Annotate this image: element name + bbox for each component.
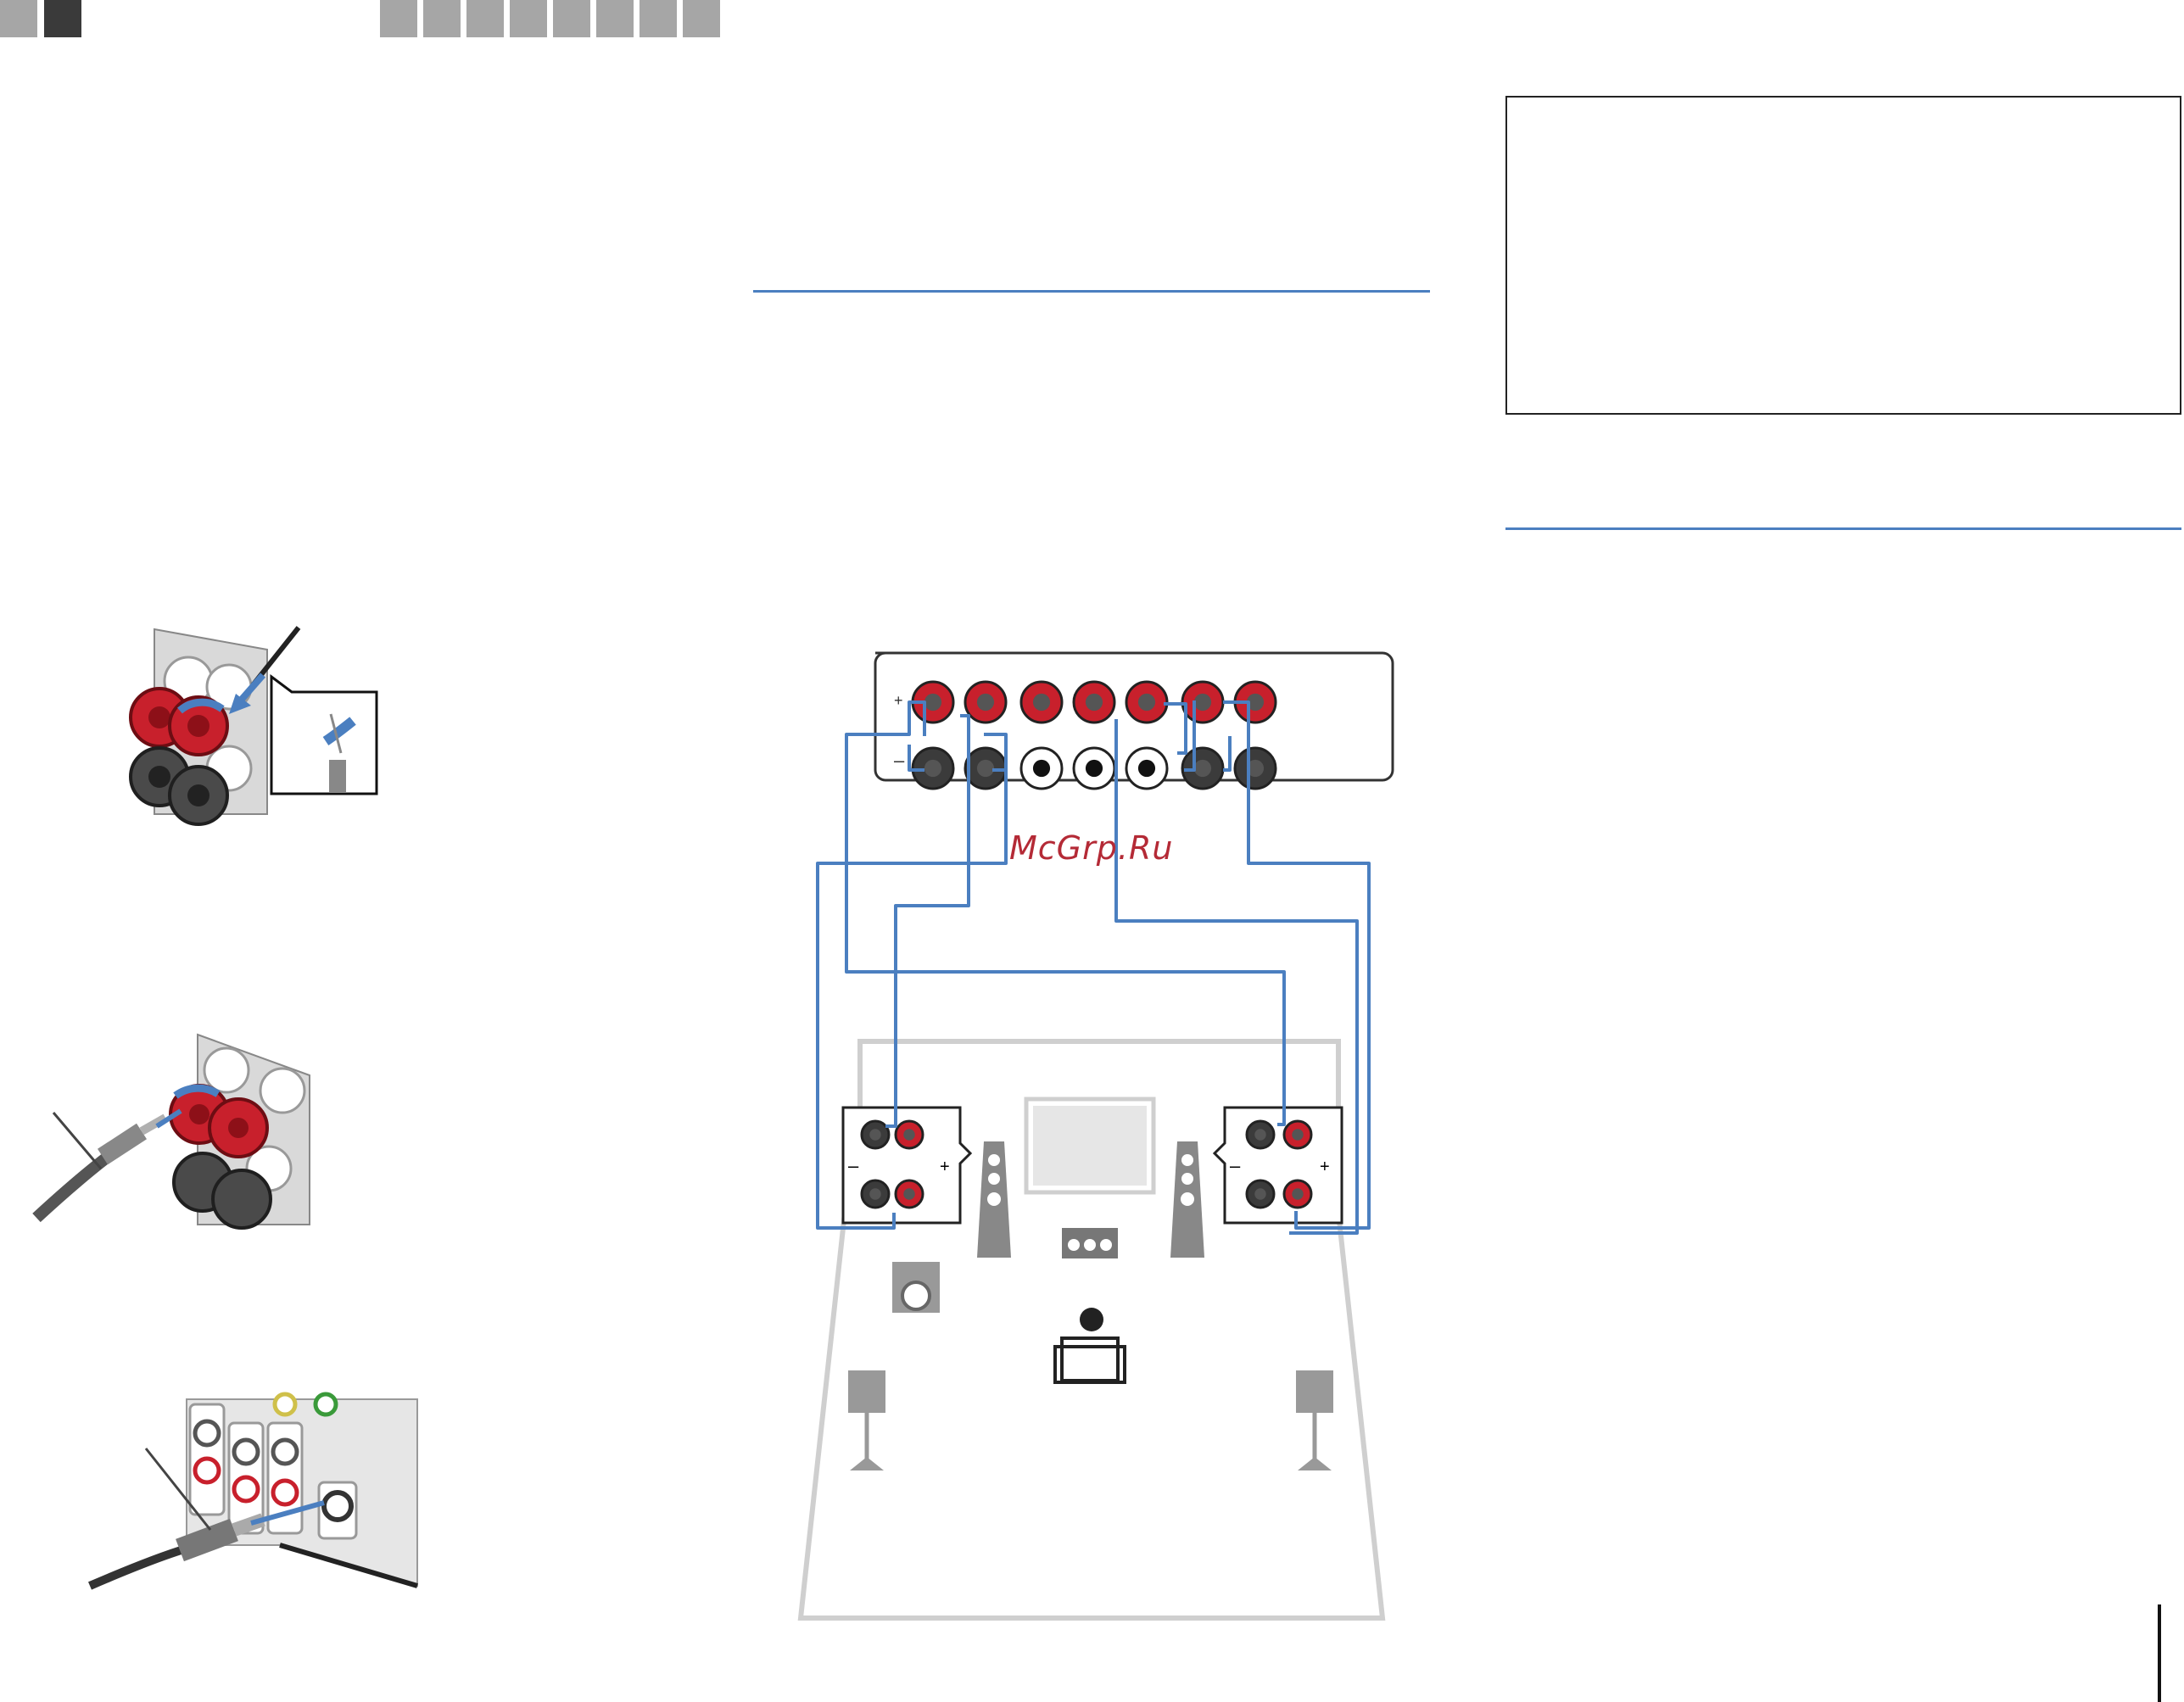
tab-6[interactable] <box>510 0 547 37</box>
page-number-bar <box>2158 1604 2161 1702</box>
listener-icon <box>1053 1308 1126 1384</box>
receiver-terminal-plus-2-hole <box>976 693 995 711</box>
speaker-cables <box>816 700 1371 1235</box>
receiver-speaker-terminals: + – <box>874 651 1394 790</box>
watermark: McGrp.Ru <box>1009 829 1174 867</box>
tab-10[interactable] <box>683 0 720 37</box>
left-spk-minus-lower-hole <box>869 1188 881 1200</box>
speaker-connection-diagram: + – <box>797 651 1394 1621</box>
receiver-terminal-minus-2-hole <box>976 759 995 778</box>
tab-4[interactable] <box>423 0 461 37</box>
left-front-speaker-terminals: – + <box>841 1106 973 1225</box>
receiver-terminal-plus-4-hole <box>1085 693 1103 711</box>
left-minus-label: – <box>848 1155 859 1176</box>
front-speaker-icon-right <box>1170 1141 1204 1258</box>
surround-speaker-icon <box>848 1370 885 1470</box>
speaker-wire-twist-icon <box>129 626 301 826</box>
receiver-terminal-plus-7-hole <box>1246 693 1265 711</box>
left-spk-minus-upper-hole <box>869 1129 881 1141</box>
left-spk-plus-lower-hole <box>903 1188 915 1200</box>
surround-speaker-icon-right <box>1296 1370 1333 1470</box>
right-front-speaker-terminals: – + <box>1212 1106 1343 1225</box>
tab-7[interactable] <box>553 0 590 37</box>
receiver-terminal-minus-3-hole <box>1032 759 1051 778</box>
note-box <box>1505 96 2181 415</box>
banana-plug-illustration <box>32 1033 310 1230</box>
center-speaker-icon <box>1062 1228 1118 1258</box>
receiver-terminal-minus-7-hole <box>1246 759 1265 778</box>
receiver-terminal-minus-1-hole <box>924 759 942 778</box>
tab-1[interactable] <box>0 0 37 37</box>
tab-2-active[interactable] <box>44 0 81 37</box>
receiver-terminal-minus-5-hole <box>1137 759 1156 778</box>
tab-9[interactable] <box>640 0 677 37</box>
receiver-terminal-minus-4-hole <box>1085 759 1103 778</box>
coaxial-cable-icon <box>88 1500 325 1590</box>
terminal-minus-label: – <box>894 750 905 771</box>
subwoofer-icon <box>892 1262 940 1313</box>
right-spk-plus-upper-hole <box>1292 1129 1304 1141</box>
room-layout <box>797 1039 1386 1621</box>
right-plus-label: + <box>1320 1158 1330 1176</box>
right-minus-label: – <box>1230 1155 1241 1176</box>
right-spk-minus-upper-hole <box>1254 1129 1266 1141</box>
tab-8[interactable] <box>596 0 634 37</box>
receiver-terminal-plus-3-hole <box>1032 693 1051 711</box>
right-spk-minus-lower-hole <box>1254 1188 1266 1200</box>
receiver-terminal-plus-5-hole <box>1137 693 1156 711</box>
tab-3[interactable] <box>380 0 417 37</box>
front-speaker-icon <box>977 1141 1011 1258</box>
speaker-wire-insert-illustration <box>129 626 378 826</box>
receiver-terminal-minus-6-hole <box>1193 759 1212 778</box>
left-plus-label: + <box>940 1158 950 1176</box>
banana-plug-icon <box>32 1108 182 1223</box>
section-divider-right <box>1505 527 2181 530</box>
right-spk-plus-lower-hole <box>1292 1188 1304 1200</box>
terminal-plus-label: + <box>894 692 903 709</box>
left-spk-plus-upper-hole <box>903 1129 915 1141</box>
receiver-terminal-plus-6-hole <box>1193 693 1212 711</box>
coaxial-cable-illustration <box>88 1392 418 1590</box>
section-divider-middle <box>753 290 1430 293</box>
tab-5[interactable] <box>466 0 504 37</box>
receiver-terminal-plus-1-hole <box>924 693 942 711</box>
